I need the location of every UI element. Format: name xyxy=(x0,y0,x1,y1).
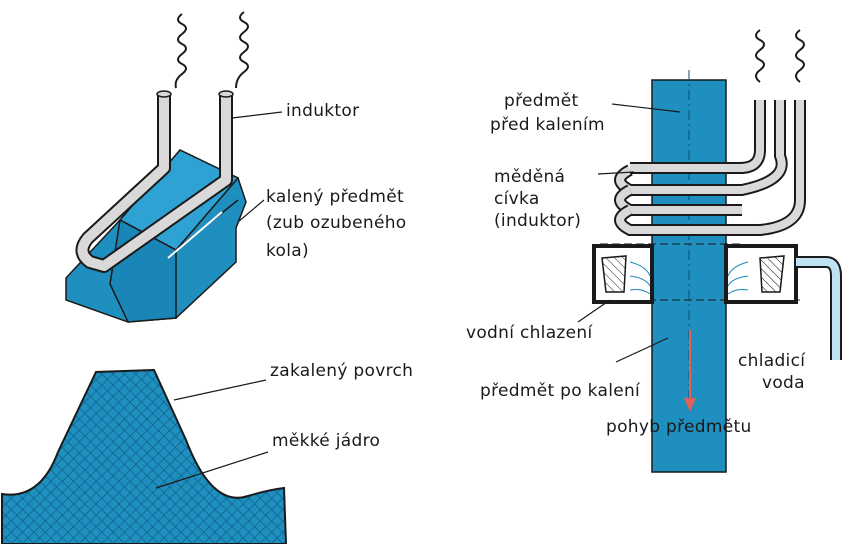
label-predmet-po-kaleni: předmět po kalení xyxy=(480,380,640,402)
tooth-profile xyxy=(2,370,286,544)
tooth-cross-section xyxy=(2,370,286,544)
gear-tooth-with-inductor xyxy=(66,12,282,322)
label-kaleny-predmet: kalený předmět xyxy=(266,186,404,208)
label-kola: kola) xyxy=(266,240,309,262)
label-voda: voda xyxy=(762,372,805,394)
label-zakaleny-povrch: zakalený povrch xyxy=(270,360,413,382)
label-chladici: chladicí xyxy=(738,350,805,372)
label-predmet: předmět xyxy=(504,90,578,112)
label-mekke-jadro: měkké jádro xyxy=(272,430,380,452)
label-medena: měděná xyxy=(494,166,565,188)
induction-hardening-setup xyxy=(578,30,836,472)
lead-wire-right xyxy=(236,12,248,88)
label-civka: cívka xyxy=(494,188,540,210)
label-vodni-chlazeni: vodní chlazení xyxy=(466,322,593,344)
label-induktor-paren: (induktor) xyxy=(494,210,581,232)
label-pred-kalenim: před kalením xyxy=(490,114,605,136)
label-pohyb-predmetu: pohyb předmětu xyxy=(606,416,752,438)
water-pipe xyxy=(796,262,836,360)
label-zub-ozubeneho: (zub ozubeného xyxy=(266,212,406,234)
label-induktor: induktor xyxy=(286,100,359,122)
lead-wire-left xyxy=(176,14,186,88)
